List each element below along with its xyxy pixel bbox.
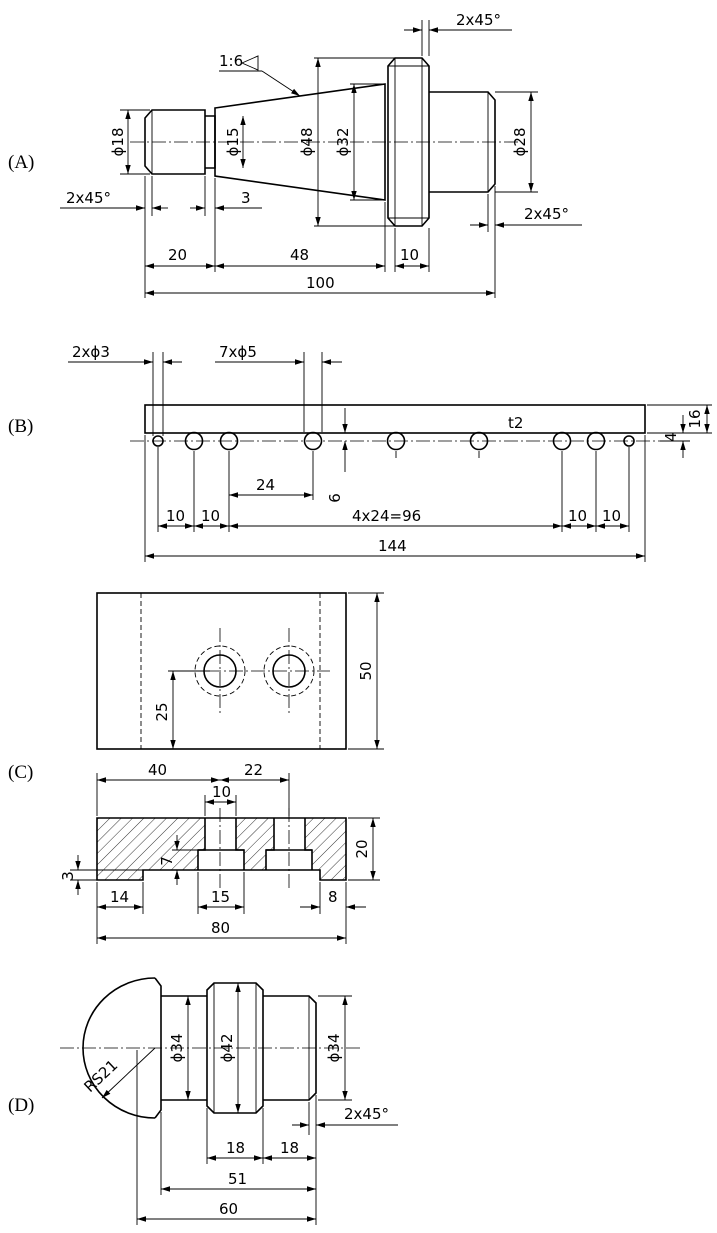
dim-d-radius: RS21 bbox=[80, 1056, 121, 1096]
dim-a-chamfer-top: 2x45° bbox=[456, 11, 501, 29]
figure-d-collar bbox=[206, 982, 264, 1114]
figure-d-sphere bbox=[82, 977, 156, 1119]
counterbore-hidden bbox=[263, 645, 315, 697]
figure-a-label: (A) bbox=[8, 152, 34, 173]
dim-b-pitch24: 24 bbox=[256, 476, 275, 494]
dim-d-d42: ϕ42 bbox=[218, 1034, 236, 1063]
dim-a-chamfer-right: 2x45° bbox=[524, 205, 569, 223]
dim-a-taper: 1:6 bbox=[219, 52, 243, 70]
dim-b-d10: 10 bbox=[602, 507, 621, 525]
dim-b-offset6: 6 bbox=[326, 493, 344, 503]
figure-c: (C) 50 25 bbox=[8, 592, 384, 944]
dim-c-w15: 15 bbox=[211, 888, 230, 906]
section-hatch-left bbox=[97, 818, 205, 880]
dim-d-w60: 60 bbox=[219, 1200, 238, 1218]
dim-a-d28: ϕ28 bbox=[511, 128, 529, 157]
figure-d-shaft-left bbox=[161, 995, 207, 1101]
dim-a-len100: 100 bbox=[306, 274, 335, 292]
dim-c-w10: 10 bbox=[212, 783, 231, 801]
dim-b-b10: 10 bbox=[201, 507, 220, 525]
hole-small bbox=[623, 435, 635, 447]
dim-c-d7: 7 bbox=[158, 856, 176, 866]
dim-c-h50: 50 bbox=[357, 661, 375, 680]
figure-d: (D) RS21 ϕ34 ϕ42 ϕ34 bbox=[8, 977, 398, 1225]
dim-c-w80: 80 bbox=[211, 919, 230, 937]
dim-arrow bbox=[101, 1047, 156, 1099]
dim-a-len3: 3 bbox=[241, 189, 251, 207]
figure-c-label: (C) bbox=[8, 762, 33, 783]
dim-c-h25: 25 bbox=[153, 702, 171, 721]
figure-a-right-journal bbox=[429, 91, 496, 193]
dim-a-len20: 20 bbox=[168, 246, 187, 264]
figure-a: (A) 2x45° 1:6 ϕ18 bbox=[8, 11, 582, 298]
figure-b-strip bbox=[144, 404, 646, 434]
dim-a-d32: ϕ32 bbox=[334, 128, 352, 157]
hole-large bbox=[469, 431, 489, 451]
dim-d-w51: 51 bbox=[228, 1170, 247, 1188]
dim-b-height16: 16 bbox=[686, 409, 704, 428]
dim-a-len10: 10 bbox=[400, 246, 419, 264]
figure-c-section-outline bbox=[96, 817, 347, 881]
dim-d-w18b: 18 bbox=[280, 1139, 299, 1157]
dim-b-large-holes: 7xϕ5 bbox=[219, 343, 257, 361]
section-hatch-middle bbox=[236, 818, 274, 870]
figure-d-sphere-flat bbox=[154, 977, 162, 1119]
dim-b-len144: 144 bbox=[378, 537, 407, 555]
dim-a-chamfer-left: 2x45° bbox=[66, 189, 111, 207]
figure-d-shaft-right bbox=[263, 995, 317, 1101]
dim-c-h20: 20 bbox=[353, 839, 371, 858]
section-hatch-right bbox=[305, 818, 346, 880]
counterbore-hidden bbox=[194, 645, 246, 697]
dim-d-d34a: ϕ34 bbox=[168, 1034, 186, 1063]
dim-b-chain: 4x24=96 bbox=[352, 507, 421, 525]
dim-d-w18a: 18 bbox=[226, 1139, 245, 1157]
hole-large bbox=[586, 431, 606, 451]
dim-b-c10: 10 bbox=[568, 507, 587, 525]
dim-c-w22: 22 bbox=[244, 761, 263, 779]
dim-c-h3: 3 bbox=[59, 871, 77, 881]
dim-a-d48: ϕ48 bbox=[298, 128, 316, 157]
bore bbox=[272, 654, 306, 688]
dim-b-thickness: t2 bbox=[508, 414, 523, 432]
dim-b-small-holes: 2xϕ3 bbox=[72, 343, 110, 361]
figure-c-top-view bbox=[96, 592, 347, 750]
figure-b: (B) 2xϕ3 7xϕ5 t2 16 4 bbox=[8, 343, 712, 562]
dim-b-offset4: 4 bbox=[662, 432, 680, 442]
hole-large bbox=[219, 431, 239, 451]
dim-arrow bbox=[261, 70, 301, 97]
hole-large bbox=[184, 431, 204, 451]
taper-symbol-icon bbox=[240, 55, 259, 71]
hole-large bbox=[552, 431, 572, 451]
hole-large bbox=[386, 431, 406, 451]
dim-b-a10: 10 bbox=[166, 507, 185, 525]
dim-c-w8: 8 bbox=[328, 888, 338, 906]
dim-c-w14: 14 bbox=[110, 888, 129, 906]
dim-a-d15: ϕ15 bbox=[224, 128, 242, 157]
dim-a-len48: 48 bbox=[290, 246, 309, 264]
dim-d-d34b: ϕ34 bbox=[325, 1034, 343, 1063]
figure-d-label: (D) bbox=[8, 1095, 34, 1116]
dim-a-d18: ϕ18 bbox=[109, 128, 127, 157]
dim-c-w40: 40 bbox=[148, 761, 167, 779]
hole-small bbox=[152, 435, 164, 447]
dim-d-chamfer: 2x45° bbox=[344, 1105, 389, 1123]
figure-b-label: (B) bbox=[8, 416, 33, 437]
hole-large bbox=[303, 431, 323, 451]
